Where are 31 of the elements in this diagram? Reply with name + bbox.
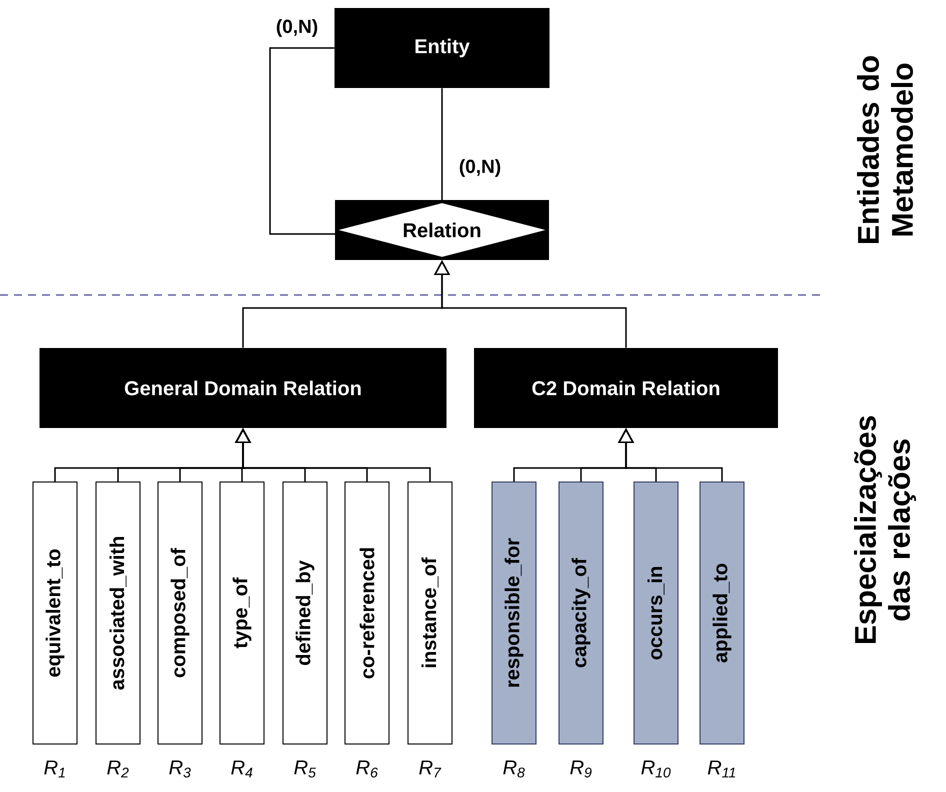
relation-number: R$_{5}$ <box>294 760 316 778</box>
entity-box: Entity <box>334 8 550 88</box>
relation-box: capacity_of <box>558 482 604 744</box>
relation-box: composed_of <box>158 482 202 744</box>
relation-box: applied_to <box>700 482 744 744</box>
relation-box: responsible_for <box>492 482 536 744</box>
relation-box: type_of <box>220 482 264 744</box>
relation-number: R$_{9}$ <box>570 760 592 778</box>
relation-number: R$_{10}$ <box>641 760 671 778</box>
section-label: Entidades do Metamodelo <box>856 56 914 243</box>
relation-number: R$_{1}$ <box>44 760 65 778</box>
relation-number: R$_{3}$ <box>169 760 191 778</box>
relation-number: R$_{2}$ <box>107 760 129 778</box>
connector <box>269 47 335 235</box>
relation-box: associated_with <box>96 482 140 744</box>
entity-box: General Domain Relation <box>40 348 446 428</box>
section-label: Especializações das relações <box>854 416 916 644</box>
entity-box: C2 Domain Relation <box>474 348 778 428</box>
relation-number: R$_{11}$ <box>708 760 736 778</box>
relation-box: co-referenced <box>344 482 390 744</box>
relation-box: instance_of <box>408 482 452 744</box>
relation-number: R$_{7}$ <box>419 760 442 778</box>
relation-number: R$_{6}$ <box>356 760 378 778</box>
cardinality-label: (0,N) <box>274 18 320 38</box>
relation-number: R$_{8}$ <box>503 760 525 778</box>
relation-number: R$_{4}$ <box>231 760 252 778</box>
relation-box: equivalent_to <box>32 482 78 744</box>
connector <box>441 88 443 203</box>
relation-box: defined_by <box>282 482 328 744</box>
relation-box: occurs_in <box>634 482 678 744</box>
cardinality-label: (0,N) <box>458 158 502 178</box>
